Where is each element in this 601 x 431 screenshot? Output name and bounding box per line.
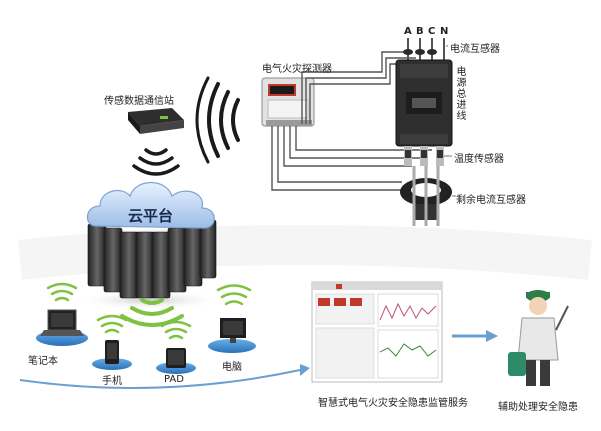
pad-wifi-icon [160, 320, 192, 340]
phase-c-label: C [428, 26, 436, 37]
laptop-wifi-icon [46, 282, 78, 302]
phase-b-label: B [416, 26, 424, 37]
detector-device [261, 77, 315, 127]
service-label: 智慧式电气火灾安全隐患监管服务 [318, 398, 468, 409]
phone-wifi-icon [96, 314, 128, 334]
pc-wifi-icon [216, 284, 252, 306]
detector-label: 电气火灾探测器 [262, 64, 332, 75]
pad-label: PAD [164, 374, 184, 385]
flow-arrowhead [300, 364, 310, 376]
pc-label: 电脑 [222, 362, 242, 373]
ct-label: 电流互感器 [450, 44, 500, 55]
comm-station-device [128, 108, 184, 134]
phase-a-label: A [404, 26, 412, 37]
monitoring-screen [311, 281, 443, 383]
temperature-sensor-icon [405, 150, 443, 158]
cloud-label: 云平台 [128, 207, 174, 225]
label-leaders [444, 45, 456, 197]
current-transformer-icon [403, 49, 437, 55]
breaker-label: 电源总进线 [454, 66, 465, 121]
assist-label: 辅助处理安全隐患 [498, 402, 578, 413]
phase-lines [407, 38, 445, 60]
phase-n-label: N [440, 26, 449, 37]
arrow-to-worker [452, 330, 498, 342]
phone-label: 手机 [102, 376, 122, 387]
laptop-device [36, 282, 88, 346]
laptop-label: 笔记本 [28, 356, 58, 367]
pc-device [208, 284, 256, 353]
station-label: 传感数据通信站 [104, 96, 174, 107]
cloud-platform [76, 182, 224, 310]
worker-figure [508, 290, 569, 386]
residual-ct-device [400, 166, 452, 226]
cloud-wifi-icon [120, 298, 184, 327]
residual-ct-label: 剩余电流互感器 [456, 195, 526, 206]
station-wifi-icon [132, 148, 180, 176]
pad-device [156, 320, 196, 374]
detector-wireless-icon [195, 76, 240, 164]
temp-sensor-label: 温度传感器 [454, 154, 504, 165]
phone-device [92, 314, 132, 370]
flow-arrow-to-service [19, 369, 301, 389]
